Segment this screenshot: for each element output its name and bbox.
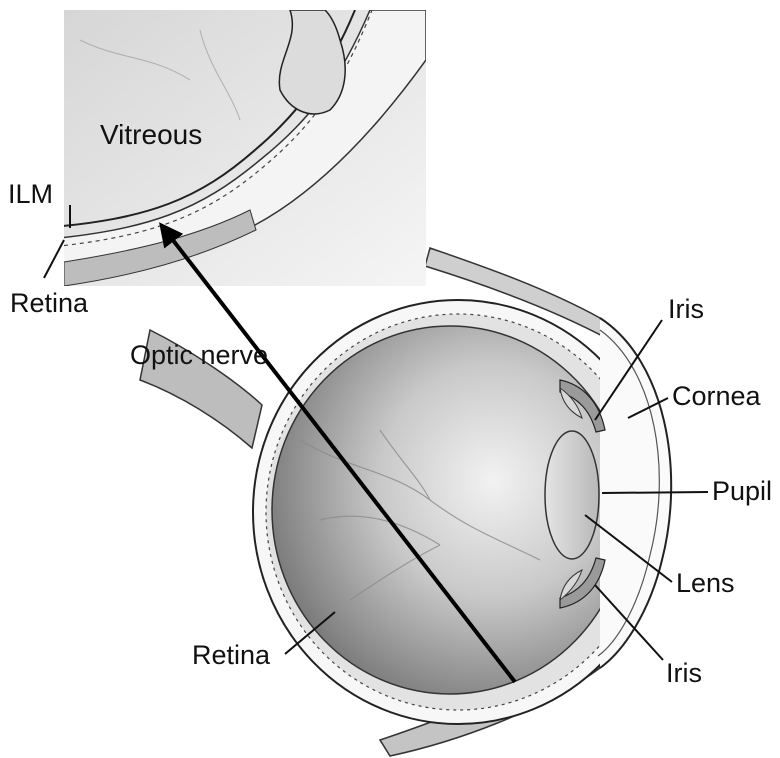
lens-label: Lens — [676, 568, 735, 598]
pupil-label: Pupil — [712, 476, 772, 506]
retina-main-label: Retina — [192, 640, 271, 670]
eye-cross-section — [140, 248, 671, 756]
retina-inset-label: Retina — [10, 288, 89, 318]
iris-top-label: Iris — [668, 294, 704, 324]
optic-nerve-label: Optic nerve — [130, 340, 268, 370]
cornea-label: Cornea — [672, 381, 762, 411]
iris-bottom-label: Iris — [666, 658, 702, 688]
vitreous-label: Vitreous — [100, 119, 202, 150]
ilm-label: ILM — [8, 179, 53, 209]
magnified-inset — [40, 10, 426, 286]
